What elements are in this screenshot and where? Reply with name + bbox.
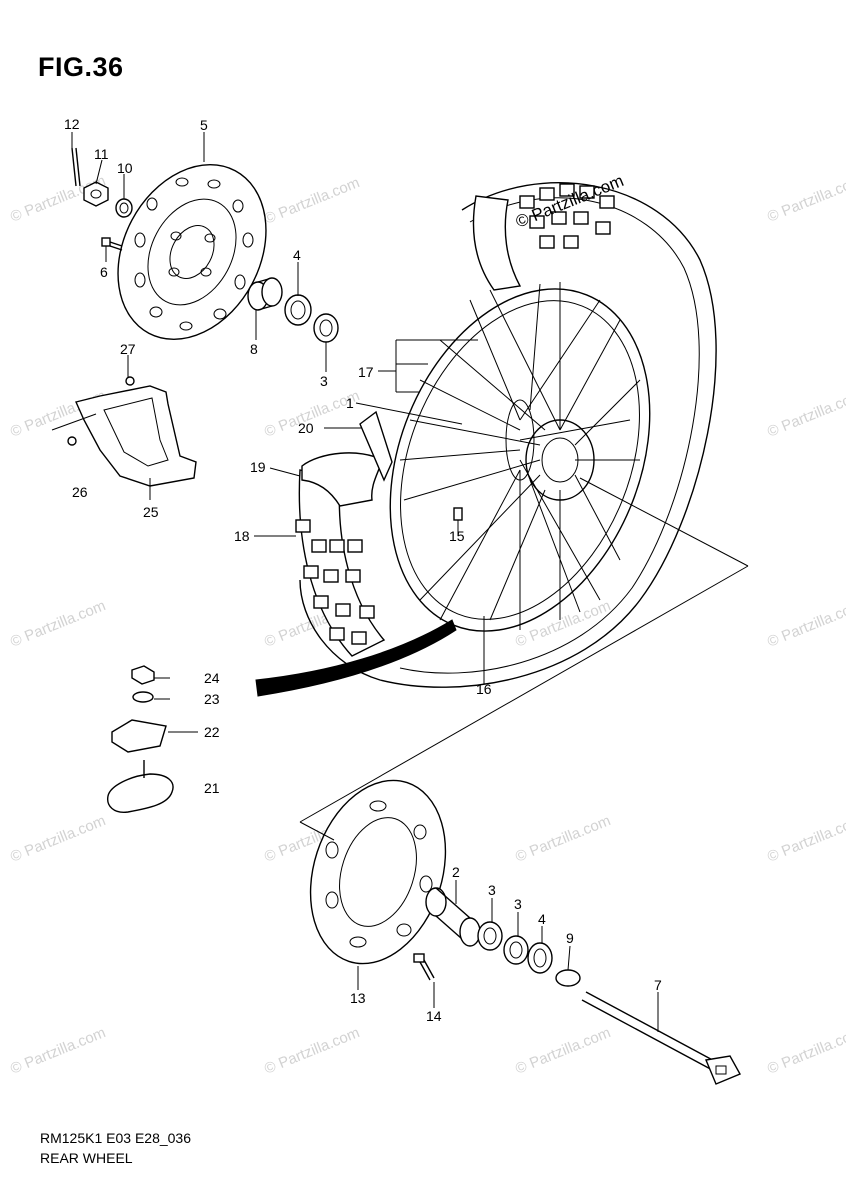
callout-13: 13 (350, 990, 366, 1006)
callout-9: 9 (566, 930, 574, 946)
washer (115, 198, 133, 218)
oil-seal (284, 294, 312, 326)
axle (581, 991, 741, 1085)
rim-band (359, 410, 393, 482)
callout-4: 4 (538, 911, 546, 927)
callout-4: 4 (293, 247, 301, 263)
callout-7: 7 (654, 977, 662, 993)
bearing (503, 935, 529, 965)
sprocket-bolt (413, 953, 435, 981)
callout-3: 3 (320, 373, 328, 389)
callout-14: 14 (426, 1008, 442, 1024)
rim-lock (107, 760, 174, 813)
callout-18: 18 (234, 528, 250, 544)
inner-tube (301, 452, 383, 507)
callout-5: 5 (200, 117, 208, 133)
callout-23: 23 (204, 691, 220, 707)
rim-lock-nut (131, 665, 155, 685)
spacer (247, 277, 283, 311)
tire (295, 469, 386, 657)
callout-3: 3 (514, 896, 522, 912)
callout-1: 1 (346, 395, 354, 411)
callout-2: 2 (452, 864, 460, 880)
disc-guard (51, 376, 197, 487)
callout-19: 19 (250, 459, 266, 475)
disc-bolt (101, 237, 123, 251)
cotter-pin (71, 147, 81, 187)
callout-25: 25 (143, 504, 159, 520)
sprocket (309, 779, 447, 965)
callout-15: 15 (449, 528, 465, 544)
callout-22: 22 (204, 724, 220, 740)
callout-6: 6 (100, 264, 108, 280)
rim-lock-washer (132, 691, 154, 703)
rim-lock-block (111, 719, 167, 753)
callout-11: 11 (94, 146, 109, 162)
callout-16: 16 (476, 681, 492, 697)
callout-12: 12 (64, 116, 80, 132)
bearing (477, 921, 503, 951)
callout-24: 24 (204, 670, 220, 686)
figure-name: REAR WHEEL (40, 1150, 133, 1166)
rear-wheel (255, 182, 717, 697)
figure-code: RM125K1 E03 E28_036 (40, 1130, 191, 1146)
callout-20: 20 (298, 420, 314, 436)
bearing (313, 313, 339, 343)
callout-10: 10 (117, 160, 133, 176)
callout-3: 3 (488, 882, 496, 898)
callout-26: 26 (72, 484, 88, 500)
assembly-lines (299, 477, 749, 841)
castle-nut (83, 181, 109, 207)
callout-8: 8 (250, 341, 258, 357)
hub-spacer (425, 887, 481, 947)
callout-21: 21 (204, 780, 220, 796)
callout-17: 17 (358, 364, 374, 380)
figure-title: FIG.36 (38, 52, 124, 82)
axle-spacer (555, 969, 581, 987)
callout-labels: 12 11 10 5 6 4 8 3 27 17 1 20 19 26 25 1… (64, 116, 662, 1024)
callout-27: 27 (120, 341, 136, 357)
leader-lines (71, 132, 659, 1032)
oil-seal (527, 942, 553, 974)
